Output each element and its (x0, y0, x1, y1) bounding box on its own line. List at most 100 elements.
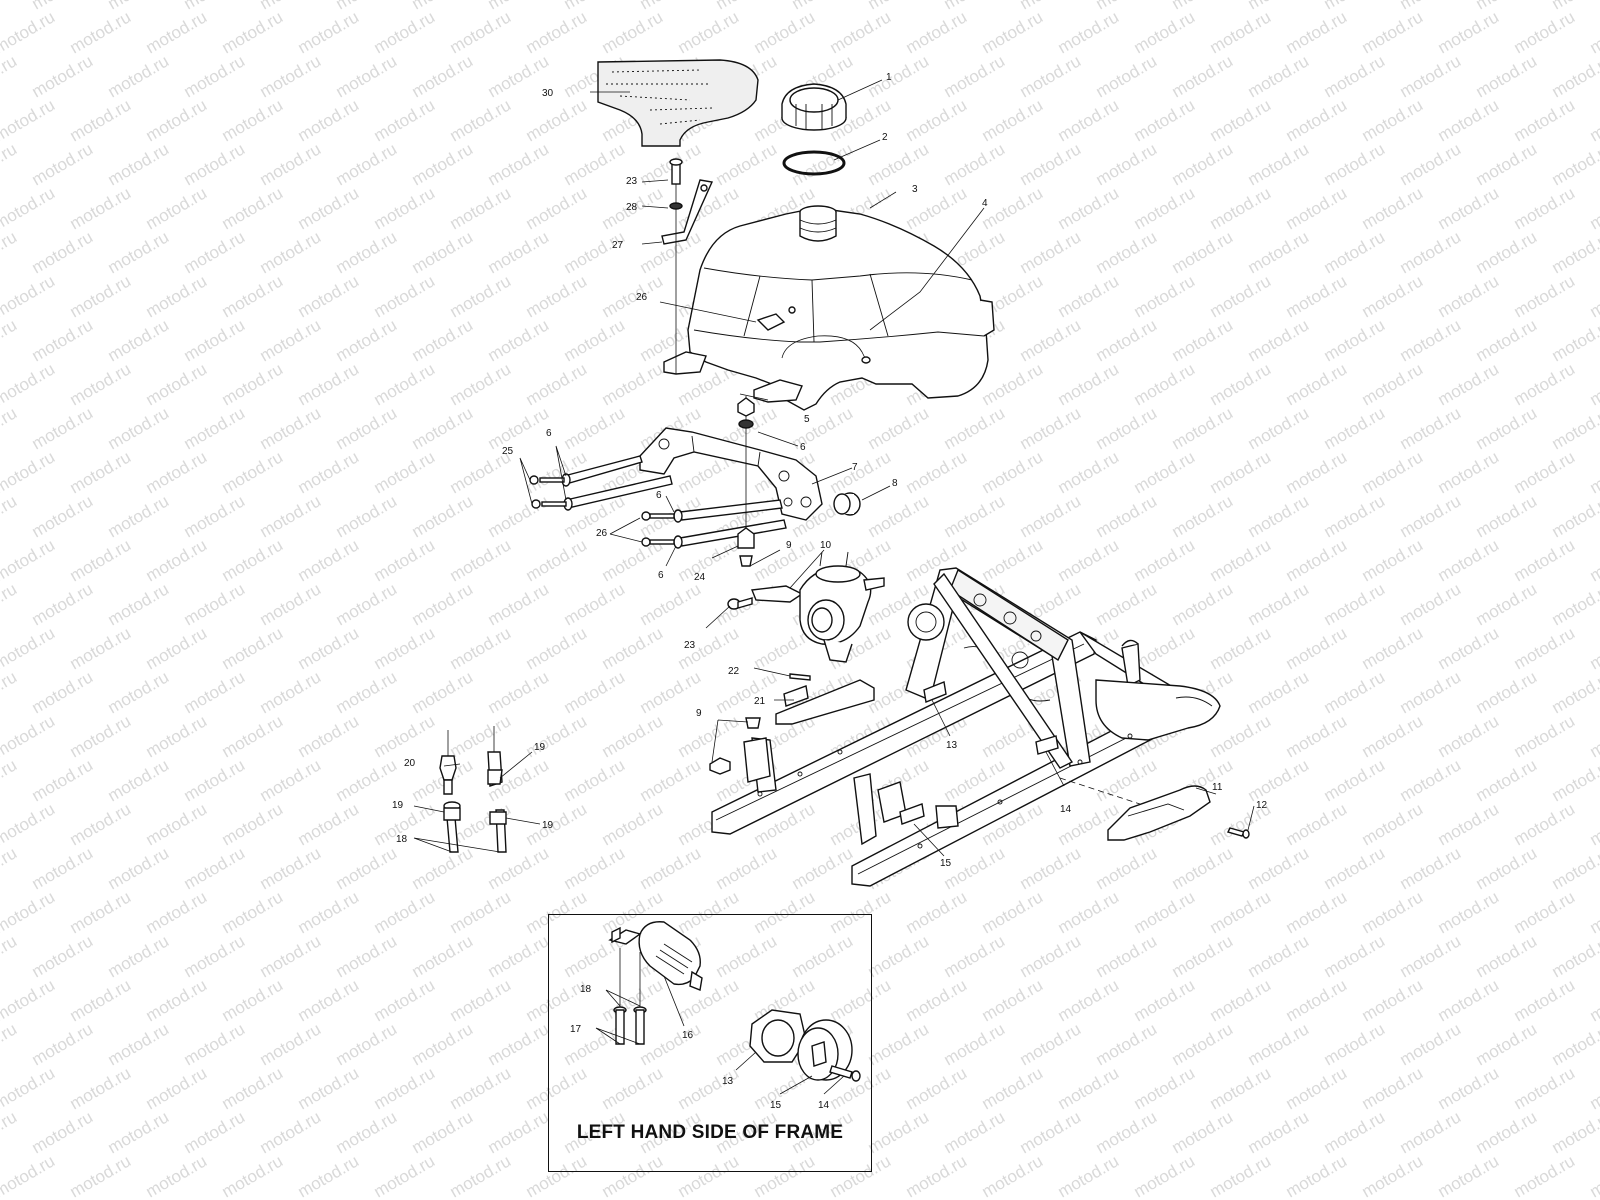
watermark-text: motod.ru (29, 931, 97, 981)
watermark-text: motod.ru (333, 403, 401, 453)
watermark-text: motod.ru (1093, 51, 1161, 101)
watermark-text: motod.ru (447, 623, 515, 673)
watermark-text: motod.ru (67, 1151, 135, 1200)
watermark-text: motod.ru (1511, 535, 1579, 585)
watermark-text: motod.ru (1245, 579, 1313, 629)
watermark-text: motod.ru (637, 667, 705, 717)
watermark-text: motod.ru (1131, 623, 1199, 673)
watermark-text: motod.ru (447, 887, 515, 937)
watermark-text: motod.ru (1093, 139, 1161, 189)
watermark-text: motod.ru (523, 95, 591, 145)
watermark-text: motod.ru (979, 535, 1047, 585)
watermark-text: motod.ru (295, 623, 363, 673)
watermark-text: motod.ru (1359, 271, 1427, 321)
callout-labels: 30 1 2 3 4 23 28 27 26 5 6 6 25 7 8 6 26… (392, 72, 1268, 1111)
watermark-text: motod.ru (941, 1019, 1009, 1069)
part-8-plug (833, 492, 861, 516)
watermark-text: motod.ru (1131, 271, 1199, 321)
watermark-text: motod.ru (485, 667, 553, 717)
part-2-o-ring (782, 150, 846, 176)
watermark-text: motod.ru (371, 711, 439, 761)
watermark-text: motod.ru (1473, 1107, 1541, 1157)
watermark-text: motod.ru (1435, 535, 1503, 585)
watermark-text: motod.ru (1055, 1063, 1123, 1113)
watermark-text: motod.ru (1017, 931, 1085, 981)
watermark-text: motod.ru (1207, 359, 1275, 409)
watermark-text: motod.ru (257, 139, 325, 189)
watermark-text: motod.ru (751, 7, 819, 57)
watermark-text: motod.ru (1017, 1019, 1085, 1069)
watermark-text: motod.ru (1397, 139, 1465, 189)
watermark-text: motod.ru (1245, 667, 1313, 717)
watermark-text: motod.ru (1359, 799, 1427, 849)
watermark-text: motod.ru (0, 667, 20, 717)
watermark-text: motod.ru (29, 1107, 97, 1157)
watermark-text: motod.ru (1359, 711, 1427, 761)
callout-27: 26 (636, 292, 648, 303)
callout-18-left: 18 (396, 834, 408, 845)
watermark-text: motod.ru (1169, 931, 1237, 981)
watermark-text: motod.ru (1587, 359, 1600, 409)
watermark-text: motod.ru (1473, 403, 1541, 453)
watermark-text: motod.ru (789, 139, 857, 189)
watermark-text: motod.ru (1283, 535, 1351, 585)
watermark-text: motod.ru (0, 975, 58, 1025)
watermark-text: motod.ru (257, 843, 325, 893)
watermark-text: motod.ru (1587, 975, 1600, 1025)
watermark-text: motod.ru (485, 403, 553, 453)
watermark-text: motod.ru (903, 1151, 971, 1200)
callout-15: 15 (770, 1100, 782, 1111)
watermark-text: motod.ru (1511, 799, 1579, 849)
watermark-text: motod.ru (105, 0, 173, 13)
watermark-text: motod.ru (941, 1107, 1009, 1157)
watermark-text: motod.ru (105, 139, 173, 189)
watermark-text: motod.ru (257, 1107, 325, 1157)
watermark-text: motod.ru (1511, 975, 1579, 1025)
watermark-text: motod.ru (523, 7, 591, 57)
watermark-text: motod.ru (1473, 51, 1541, 101)
watermark-text: motod.ru (333, 315, 401, 365)
watermark-text: motod.ru (1245, 403, 1313, 453)
watermark-text: motod.ru (447, 535, 515, 585)
watermark-text: motod.ru (1169, 51, 1237, 101)
watermark-text: motod.ru (1169, 1107, 1237, 1157)
watermark-text: motod.ru (295, 887, 363, 937)
watermark-text: motod.ru (1131, 183, 1199, 233)
watermark-text: motod.ru (561, 403, 629, 453)
watermark-text: motod.ru (333, 1019, 401, 1069)
watermark-text: motod.ru (865, 403, 933, 453)
watermark-text: motod.ru (1055, 975, 1123, 1025)
callout-4: 4 (982, 198, 988, 209)
watermark-text: motod.ru (637, 579, 705, 629)
watermark-text: motod.ru (1359, 887, 1427, 937)
watermark-text: motod.ru (827, 447, 895, 497)
watermark-text: motod.ru (1131, 1063, 1199, 1113)
watermark-text: motod.ru (1511, 95, 1579, 145)
watermark-text: motod.ru (1359, 623, 1427, 673)
watermark-text: motod.ru (675, 711, 743, 761)
watermark-text: motod.ru (1473, 0, 1541, 13)
watermark-text: motod.ru (447, 271, 515, 321)
watermark-text: motod.ru (0, 755, 20, 805)
watermark-text: motod.ru (1511, 271, 1579, 321)
watermark-text: motod.ru (1169, 579, 1237, 629)
watermark-text: motod.ru (143, 359, 211, 409)
watermark-text: motod.ru (333, 755, 401, 805)
watermark-text: motod.ru (1093, 1019, 1161, 1069)
watermark-text: motod.ru (409, 1019, 477, 1069)
watermark-text: motod.ru (1397, 0, 1465, 13)
watermark-text: motod.ru (409, 667, 477, 717)
watermark-text: motod.ru (1093, 491, 1161, 541)
callout-5: 5 (804, 414, 810, 425)
watermark-text: motod.ru (295, 447, 363, 497)
watermark-text: motod.ru (1473, 755, 1541, 805)
watermark-text: motod.ru (1093, 0, 1161, 13)
watermark-text: motod.ru (181, 1107, 249, 1157)
watermark-text: motod.ru (865, 0, 933, 13)
watermark-text: motod.ru (1435, 359, 1503, 409)
watermark-text: motod.ru (561, 227, 629, 277)
callout-21: 19 (534, 742, 546, 753)
watermark-text: motod.ru (979, 7, 1047, 57)
watermark-text: motod.ru (0, 535, 58, 585)
watermark-text: motod.ru (1435, 1063, 1503, 1113)
